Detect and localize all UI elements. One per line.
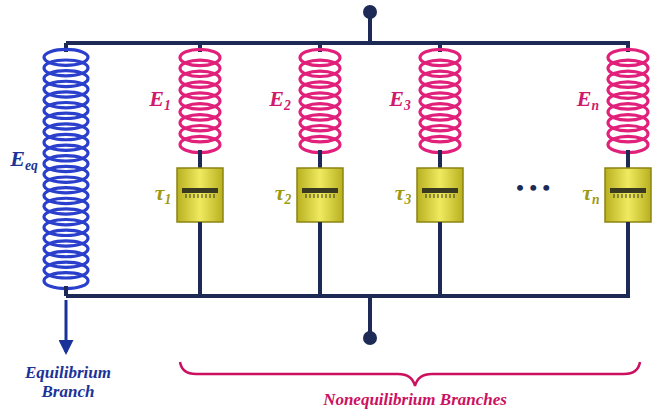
frame-wires <box>66 14 630 334</box>
terminal <box>363 331 377 345</box>
branch-caption: Equilibrium Branch <box>18 364 118 401</box>
spring-symbol <box>300 43 340 168</box>
modulus-label: E2 <box>269 87 291 112</box>
spring-symbol <box>180 43 220 168</box>
modulus-label: E1 <box>149 87 171 112</box>
spring-symbol <box>608 43 648 168</box>
pointer-arrow <box>65 300 68 352</box>
dashpot-symbol <box>605 150 651 296</box>
dashpot-symbol <box>297 150 343 296</box>
relaxation-time-label: τ3 <box>395 181 412 206</box>
dashpot-symbol <box>177 150 223 296</box>
modulus-label: En <box>577 87 599 112</box>
branch-caption: Nonequilibrium Branches <box>323 391 507 410</box>
relaxation-time-label: τ2 <box>275 181 292 206</box>
spring-symbol <box>420 43 460 168</box>
brace <box>180 362 640 386</box>
relaxation-time-label: τ1 <box>155 181 172 206</box>
spring-symbol <box>44 43 88 296</box>
modulus-label: E3 <box>389 87 411 112</box>
terminal <box>363 5 377 19</box>
ellipsis: • • • <box>516 176 550 200</box>
dashpot-symbol <box>417 150 463 296</box>
modulus-label: Eeq <box>10 147 38 172</box>
relaxation-time-label: τn <box>582 181 599 206</box>
